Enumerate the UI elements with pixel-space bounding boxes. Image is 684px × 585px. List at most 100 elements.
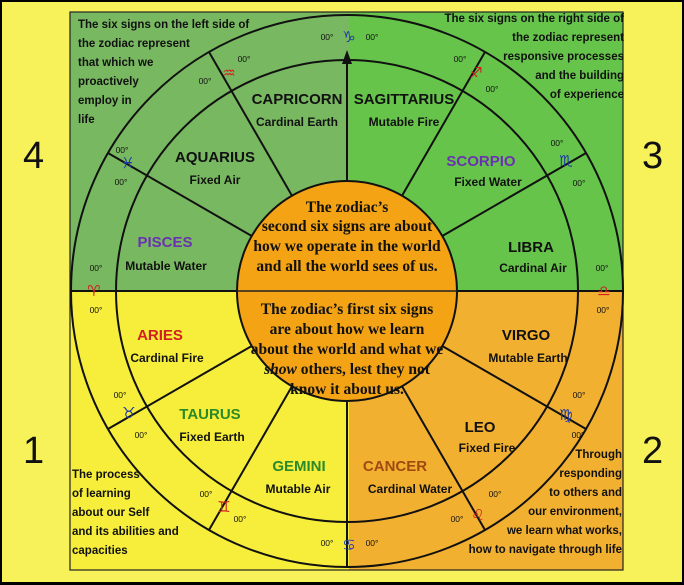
center-emphasis-show: show (263, 361, 297, 378)
note-line: of experience (549, 89, 624, 101)
pisces-glyph-icon: ♓ (121, 154, 134, 172)
degree-mark: 00° (489, 489, 502, 499)
degree-mark: 00° (200, 489, 213, 499)
degree-mark: 00° (199, 76, 212, 86)
house-spokes (107, 51, 587, 531)
sign-virgo-quality: Mutable Earth (488, 351, 567, 365)
bottom-right-note: Through responding to others and our env… (469, 446, 622, 560)
note-line: and its abilities and (72, 526, 179, 538)
degree-mark: 00° (90, 305, 103, 315)
degree-mark: 00° (573, 178, 586, 188)
sign-aries-name: ARIES (137, 327, 183, 344)
degree-mark: 00° (454, 54, 467, 64)
taurus-glyph-icon: ♉ (122, 404, 135, 422)
spoke-line (441, 345, 587, 430)
sign-virgo-name: VIRGO (502, 327, 551, 344)
sign-leo-quality: Fixed Fire (459, 441, 516, 455)
sign-scorpio-quality: Fixed Water (454, 175, 522, 189)
note-line: of learning (72, 488, 131, 500)
sign-gemini-quality: Mutable Air (266, 482, 331, 496)
degree-mark: 00° (572, 430, 585, 440)
axis-arrow-up (342, 50, 352, 64)
sign-capricorn-name: CAPRICORN (252, 91, 343, 108)
scorpio-glyph-icon: ♏ (559, 152, 573, 170)
note-line: capacities (72, 545, 128, 557)
center-upper-line-3: how we operate in the world (253, 238, 441, 255)
capricorn-glyph-icon: ♑ (342, 28, 355, 46)
note-line: to others and (549, 487, 622, 499)
cancer-glyph-icon: ♋ (342, 536, 355, 554)
note-line: and the building (535, 70, 624, 82)
note-line: how to navigate through life (468, 544, 622, 556)
degree-marks: 00° 00° 00° 00° 00° 00° 00° 00° 00° 00° … (90, 32, 610, 548)
center-lower-line-3: about the world and what we (251, 341, 444, 358)
sign-taurus-name: TAURUS (179, 406, 240, 423)
note-line: that which we (78, 57, 154, 69)
virgo-glyph-icon: ♍ (559, 406, 572, 424)
aquarius-glyph-icon: ♒ (222, 64, 235, 82)
spoke-line (208, 51, 293, 197)
sign-labels: CAPRICORN Cardinal Earth SAGITTARIUS Mut… (125, 91, 567, 496)
note-line: responding (559, 468, 622, 480)
sign-capricorn-quality: Cardinal Earth (256, 115, 338, 129)
degree-mark: 00° (366, 32, 379, 42)
center-lower-line-5: know it about us. (290, 381, 404, 398)
sign-aquarius-name: AQUARIUS (175, 149, 255, 166)
sign-sagittarius-name: SAGITTARIUS (354, 91, 455, 108)
center-lower-line-4: show others, lest they not (263, 361, 431, 378)
center-lower-line-1: The zodiac’s first six signs (261, 301, 434, 318)
sign-cancer-quality: Cardinal Water (368, 482, 453, 496)
sign-aries-quality: Cardinal Fire (130, 351, 204, 365)
note-line: The six signs on the left side of (78, 19, 250, 31)
spoke-line (107, 152, 253, 237)
degree-mark: 00° (234, 514, 247, 524)
degree-mark: 00° (366, 538, 379, 548)
zodiac-glyphs: ♑ ♐ ♒ ♏ ♓ ♎ ♈ ♍ ♉ ♌ ♊ ♋ (87, 28, 610, 554)
quadrant-number-2: 2 (642, 430, 664, 472)
sign-leo-name: LEO (465, 419, 496, 436)
sign-sagittarius-quality: Mutable Fire (369, 115, 440, 129)
spoke-line (401, 51, 486, 197)
sign-libra-name: LIBRA (508, 239, 554, 256)
quadrant-number-1: 1 (23, 430, 45, 472)
note-line: the zodiac represent (78, 38, 190, 50)
quadrant-number-3: 3 (642, 135, 664, 177)
spoke-line (441, 152, 587, 237)
note-line: our environment, (528, 506, 622, 518)
libra-glyph-icon: ♎ (597, 282, 610, 300)
degree-mark: 00° (486, 84, 499, 94)
degree-mark: 00° (238, 54, 251, 64)
quadrant-number-4: 4 (23, 135, 45, 177)
spoke-line (107, 345, 253, 430)
note-line: Through (575, 449, 622, 461)
gemini-glyph-icon: ♊ (217, 498, 230, 516)
note-line: The process (72, 469, 140, 481)
top-left-note: The six signs on the left side of the zo… (78, 16, 249, 130)
degree-mark: 00° (321, 32, 334, 42)
spoke-line (208, 385, 293, 531)
sagittarius-glyph-icon: ♐ (469, 64, 482, 82)
sign-gemini-name: GEMINI (272, 458, 325, 475)
note-line: the zodiac represent (512, 32, 624, 44)
sign-libra-quality: Cardinal Air (499, 261, 567, 275)
degree-mark: 00° (451, 514, 464, 524)
degree-mark: 00° (115, 177, 128, 187)
sign-taurus-quality: Fixed Earth (179, 430, 244, 444)
degree-mark: 00° (90, 263, 103, 273)
note-line: about our Self (72, 507, 150, 519)
center-upper-line-1: The zodiac’s (306, 199, 389, 216)
degree-mark: 00° (321, 538, 334, 548)
sign-pisces-quality: Mutable Water (125, 259, 207, 273)
degree-mark: 00° (116, 145, 129, 155)
center-upper-line-4: and all the world sees of us. (256, 258, 437, 275)
center-text: The zodiac’s second six signs are about … (251, 199, 444, 398)
sign-cancer-name: CANCER (363, 458, 427, 475)
degree-mark: 00° (573, 390, 586, 400)
degree-mark: 00° (551, 138, 564, 148)
sign-pisces-name: PISCES (137, 234, 192, 251)
bottom-left-note: The process of learning about our Self a… (72, 466, 179, 561)
sign-aquarius-quality: Fixed Air (190, 173, 241, 187)
center-lower-line-2: are about how we learn (270, 321, 425, 338)
